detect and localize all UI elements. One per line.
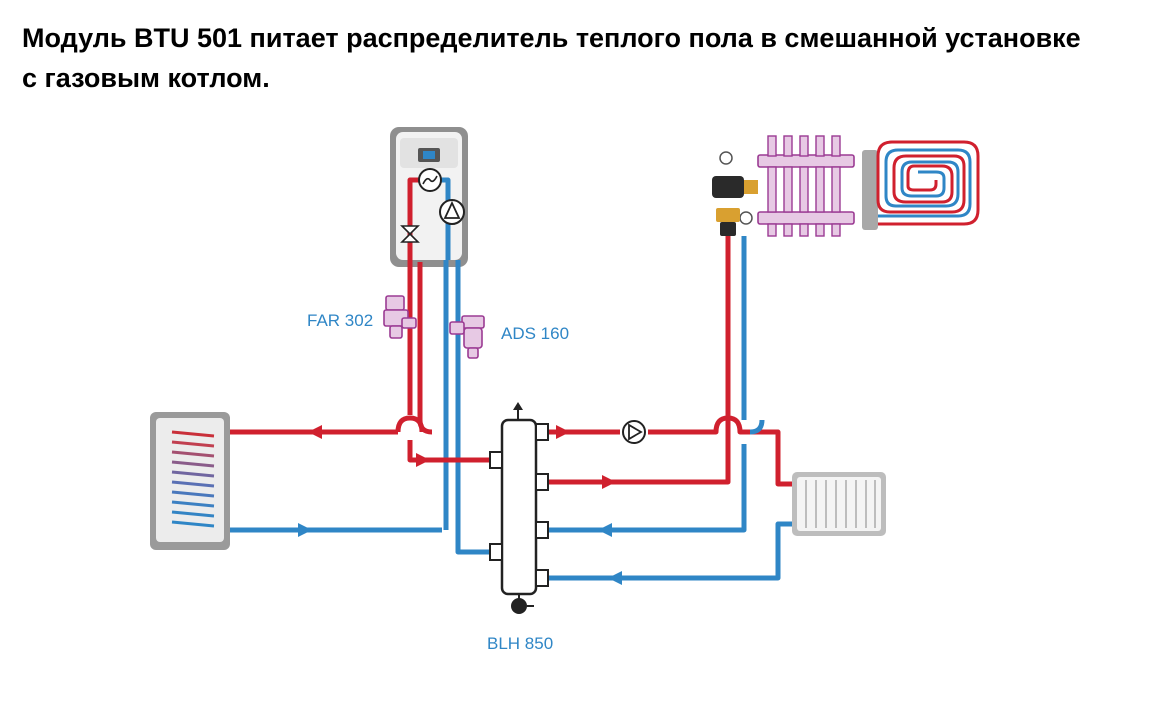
boiler-pipes <box>230 177 496 555</box>
title-line-1: Модуль BTU 501 питает распределитель теп… <box>22 23 1081 53</box>
far-302-valve <box>383 295 417 339</box>
tank-heating-coil <box>171 430 215 528</box>
flow-arrows <box>298 425 622 585</box>
radiator <box>792 472 886 536</box>
boiler-internals <box>400 168 465 243</box>
far-302-label: FAR 302 <box>307 311 373 330</box>
hydraulic-separator <box>489 402 549 614</box>
diagram-title: Модуль BTU 501 питает распределитель теп… <box>22 18 1142 98</box>
gas-boiler <box>390 127 468 267</box>
underfloor-manifold <box>712 135 855 237</box>
blh-850-label: BLH 850 <box>487 634 553 653</box>
circulation-pump <box>622 420 646 444</box>
ads-160-label: ADS 160 <box>501 324 569 343</box>
hot-water-tank <box>150 412 230 550</box>
title-line-2: с газовым котлом. <box>22 63 270 93</box>
underfloor-heating-loop <box>862 140 980 230</box>
ads-160-filter <box>449 315 485 359</box>
secondary-pipes <box>548 220 792 581</box>
